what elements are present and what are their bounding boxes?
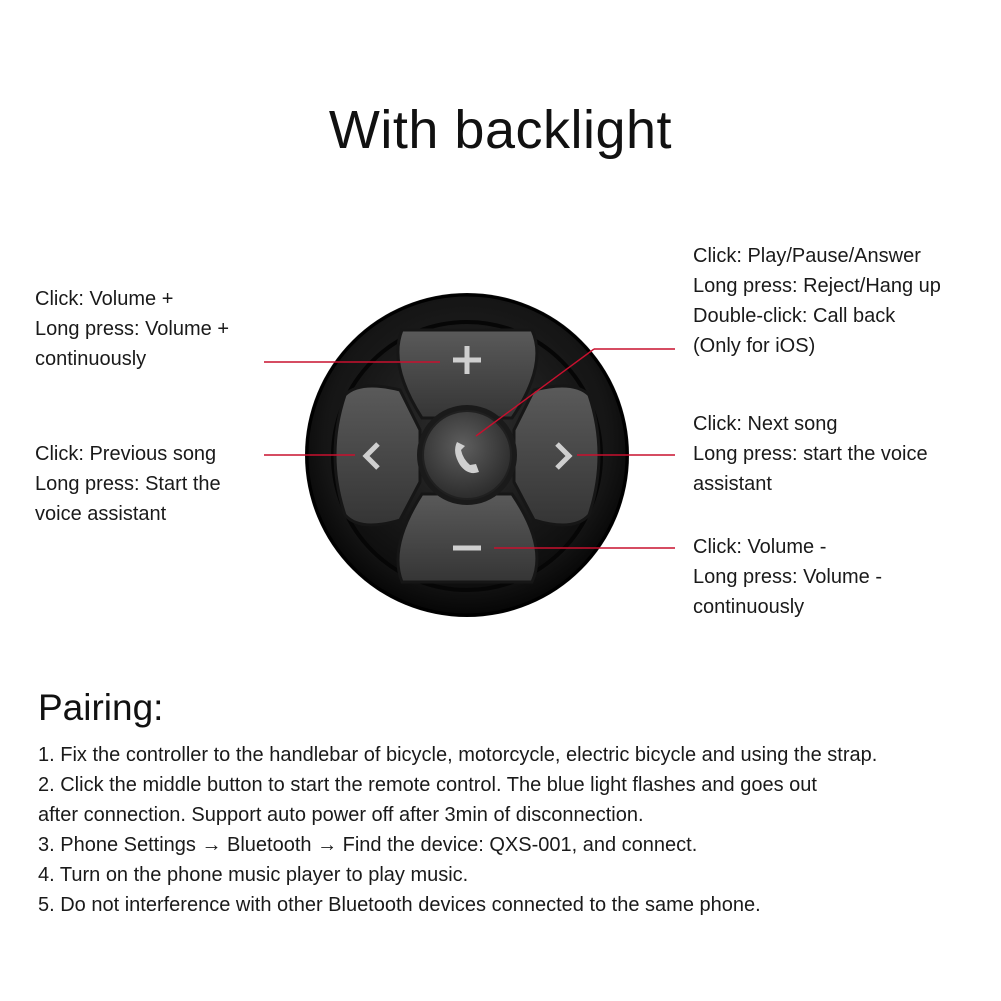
pairing-steps: 1. Fix the controller to the handlebar o… xyxy=(38,740,877,920)
callout-volume-down: Click: Volume - Long press: Volume - con… xyxy=(693,532,882,622)
leader-lines xyxy=(264,348,675,549)
phone-icon xyxy=(455,442,479,474)
callout-line: continuously xyxy=(35,348,147,370)
chevron-right-icon xyxy=(555,442,573,470)
remote-controller xyxy=(264,293,675,617)
callout-line: Click: Volume - xyxy=(693,536,827,558)
callout-previous: Click: Previous song Long press: Start t… xyxy=(35,439,221,529)
pairing-step: 5. Do not interference with other Blueto… xyxy=(38,894,761,916)
button-petals xyxy=(333,328,601,584)
pairing-step: 4. Turn on the phone music player to pla… xyxy=(38,864,469,886)
callout-line: Click: Next song xyxy=(693,413,838,435)
callout-line: Double-click: Call back xyxy=(693,305,896,327)
callout-line: Long press: start the voice xyxy=(693,443,928,465)
pairing-step: 2. Click the middle button to start the … xyxy=(38,774,817,796)
callout-line: Long press: Volume - xyxy=(693,566,882,588)
previous-button xyxy=(333,384,422,527)
callout-line: Click: Previous song xyxy=(35,443,217,465)
callout-line: voice assistant xyxy=(35,503,167,525)
callout-line: Click: Play/Pause/Answer xyxy=(693,245,921,267)
center-button xyxy=(422,410,512,500)
pairing-step: 1. Fix the controller to the handlebar o… xyxy=(38,744,878,766)
callout-next: Click: Next song Long press: start the v… xyxy=(693,409,928,499)
callout-line: assistant xyxy=(693,473,772,495)
callout-line: Long press: Volume + xyxy=(35,318,230,340)
pairing-title: Pairing: xyxy=(38,687,164,728)
pairing-step: after connection. Support auto power off… xyxy=(38,804,644,826)
callout-line: Long press: Reject/Hang up xyxy=(693,275,941,297)
chevron-left-icon xyxy=(362,442,380,470)
volume-down-button xyxy=(396,492,539,584)
leader-play-diag xyxy=(475,348,595,437)
callout-play: Click: Play/Pause/Answer Long press: Rej… xyxy=(693,241,941,361)
pairing-step: 3. Phone Settings → Bluetooth → Find the… xyxy=(38,834,698,856)
next-button xyxy=(512,384,601,527)
callout-line: continuously xyxy=(693,596,805,618)
callout-line: (Only for iOS) xyxy=(693,335,816,357)
plus-icon xyxy=(453,346,481,374)
page-title: With backlight xyxy=(328,100,673,160)
callout-line: Click: Volume + xyxy=(35,288,174,310)
callout-line: Long press: Start the xyxy=(35,473,221,495)
callout-volume-up: Click: Volume + Long press: Volume + con… xyxy=(35,284,229,374)
